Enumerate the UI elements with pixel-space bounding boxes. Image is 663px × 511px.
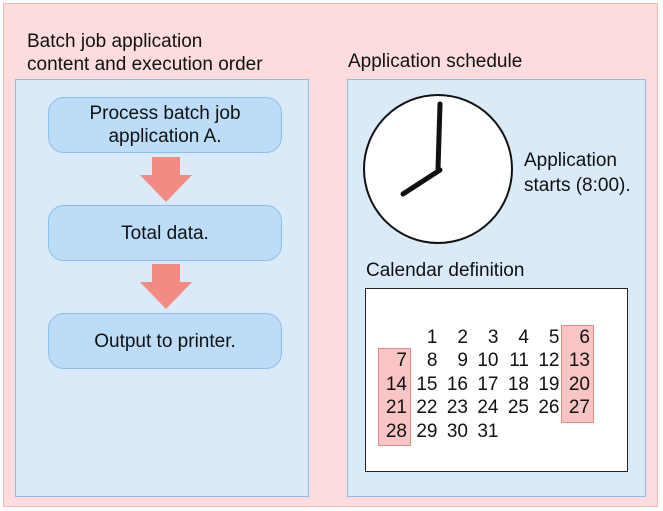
step-3-label: Output to printer. (94, 330, 236, 352)
calendar-title: Calendar definition (366, 260, 525, 281)
calendar-day: 17 (477, 373, 499, 395)
calendar-day: 1 (426, 327, 438, 348)
calendar-day: 20 (568, 373, 590, 395)
application-start-label: Application starts (8:00). (524, 148, 631, 198)
calendar-day: 28 (385, 420, 407, 442)
down-arrow-icon (140, 264, 192, 309)
step-1-line1: Process batch job (89, 103, 241, 124)
calendar-day: 22 (416, 397, 438, 419)
right-section-title: Application schedule (348, 51, 523, 72)
clock-icon (363, 94, 513, 244)
calendar-day: 29 (416, 420, 438, 442)
step-1-line2: application A. (108, 126, 222, 147)
calendar-day: 19 (538, 373, 560, 395)
application-start-label-line1: Application (524, 150, 617, 171)
calendar-day: 2 (457, 327, 468, 348)
left-section-title: Batch job application content and execut… (27, 30, 263, 76)
left-section-title-line1: Batch job application (27, 31, 203, 52)
calendar-day: 9 (457, 350, 468, 372)
calendar-day: 7 (396, 350, 407, 372)
down-arrow-icon (140, 157, 192, 202)
left-section-title-line2: content and execution order (27, 54, 263, 75)
calendar-day: 31 (477, 420, 499, 442)
calendar-day: 27 (568, 397, 590, 419)
calendar-day: 23 (446, 397, 468, 419)
calendar-day: 3 (487, 327, 499, 348)
step-output-to-printer: Output to printer. (48, 313, 282, 369)
calendar-day: 21 (385, 397, 407, 419)
saturday-highlight (561, 325, 594, 423)
calendar-day: 10 (477, 350, 499, 372)
clock-hour-hand (400, 167, 443, 197)
calendar-day: 15 (416, 373, 438, 395)
sunday-highlight (378, 348, 411, 446)
application-start-label-line2: starts (8:00). (524, 175, 631, 196)
calendar-day: 30 (446, 420, 468, 442)
calendar-day: 14 (385, 373, 407, 395)
calendar-day: 26 (538, 397, 560, 419)
step-2-label: Total data. (121, 222, 209, 244)
step-process-batch-job: Process batch job application A. (48, 97, 282, 153)
calendar-day: 12 (538, 350, 560, 372)
calendar-day: 8 (426, 350, 438, 372)
calendar-day: 5 (548, 327, 560, 348)
calendar-day: 18 (507, 373, 529, 395)
calendar-day: 13 (568, 350, 590, 372)
calendar-day: 24 (477, 397, 499, 419)
clock-minute-hand (435, 101, 443, 172)
calendar-day: 6 (579, 327, 590, 348)
step-total-data: Total data. (48, 205, 282, 261)
calendar-day: 11 (509, 350, 529, 372)
calendar-day: 25 (507, 397, 529, 419)
calendar-day: 16 (446, 373, 468, 395)
calendar-day: 4 (518, 327, 529, 348)
